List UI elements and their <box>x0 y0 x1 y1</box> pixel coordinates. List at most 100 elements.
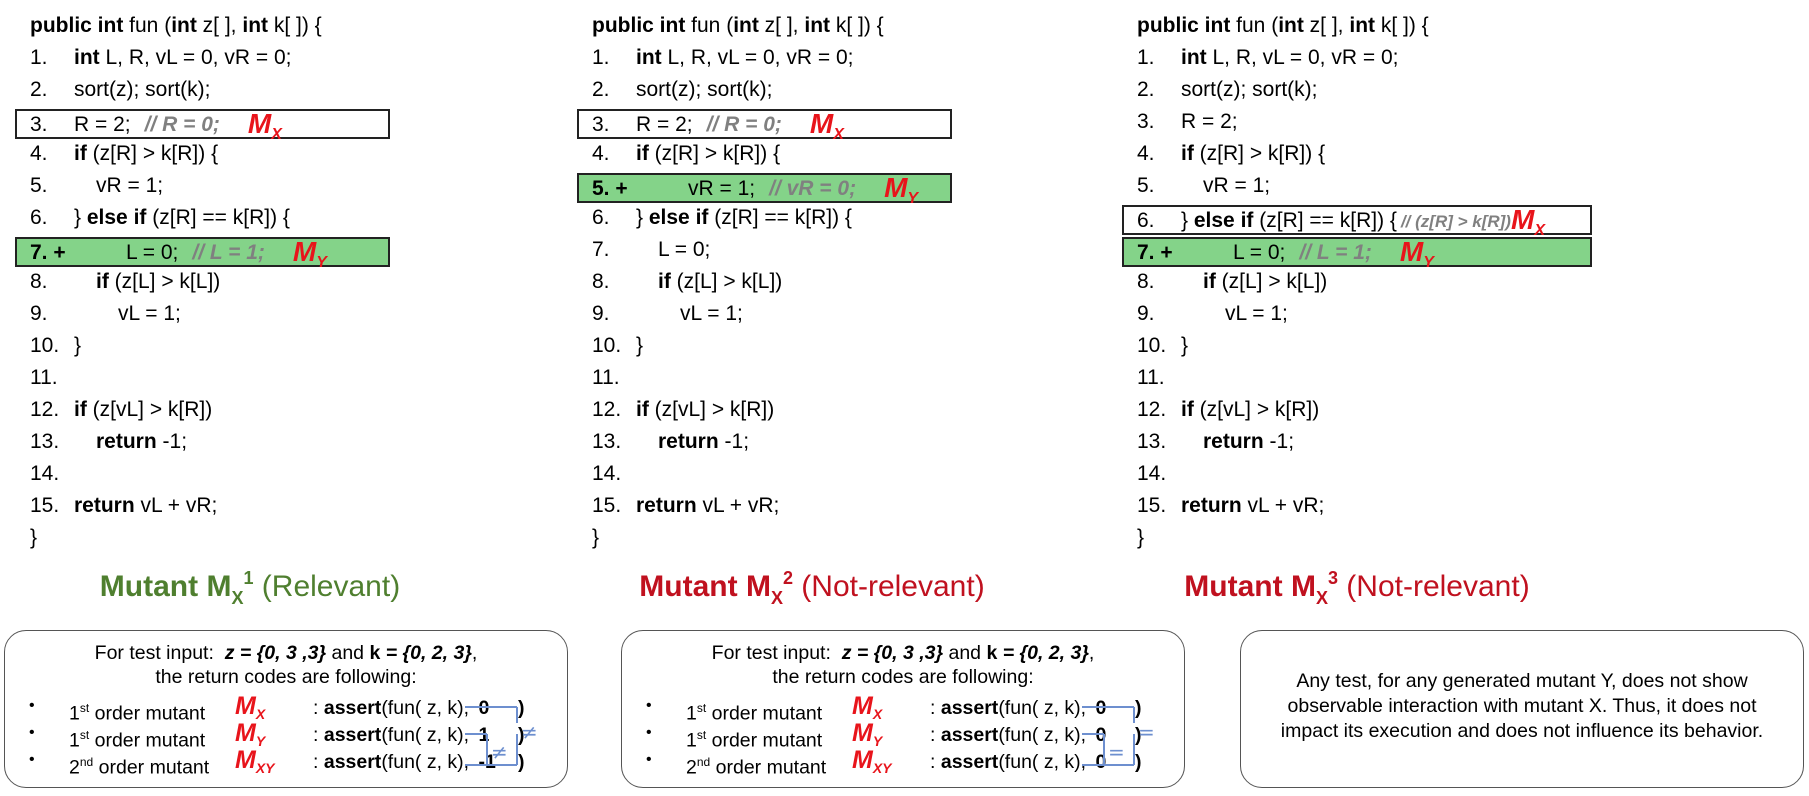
code-text: return vL + vR; <box>636 494 780 517</box>
mutation-comment: // vR = 0; <box>769 177 857 200</box>
return-code-value: 0 <box>1095 751 1107 773</box>
code-line: 1. int L, R, vL = 0, vR = 0; <box>592 42 853 74</box>
code-text: L = 0; <box>658 238 711 261</box>
mutant-y-highlight <box>15 237 390 267</box>
code-line: 3.R = 2;// R = 0;MX <box>592 106 844 143</box>
code-text: if (z[vL] > k[R]) <box>1181 398 1320 421</box>
code-line: 9.vL = 1; <box>592 298 743 330</box>
code-line: 14. <box>1137 458 1181 490</box>
code-line: 4.if (z[R] > k[R]) { <box>30 138 218 170</box>
no-interaction-box: Any test, for any generated mutant Y, do… <box>1240 630 1804 788</box>
code-line: 7.L = 0; <box>592 234 710 266</box>
line-number: 9. <box>30 302 48 325</box>
line-number: 12. <box>1137 398 1167 421</box>
mutant-y-label: MY <box>292 236 327 271</box>
comparison-connector: ≠≠ <box>465 706 538 766</box>
code-line: 13.return -1; <box>1137 426 1294 458</box>
line-number: 7. + <box>1137 241 1173 264</box>
mutant-x-label: MX <box>1510 204 1545 239</box>
code-text: L = 0; <box>126 241 179 264</box>
line-number: 2. <box>1137 78 1155 101</box>
code-line: 12.if (z[vL] > k[R]) <box>592 394 774 426</box>
code-line: 6.} else if (z[R] == k[R]) {// (z[R] > k… <box>1137 202 1545 239</box>
function-signature: public int fun (int z[ ], int k[ ]) { <box>1137 14 1429 37</box>
code-text: } else if (z[R] == k[R]) { <box>74 206 290 229</box>
line-number: 3. <box>1137 110 1155 133</box>
mutant-y-label: MY <box>235 719 266 749</box>
mutant-x-highlight <box>1122 205 1592 235</box>
code-text: } <box>74 334 82 357</box>
line-number: 4. <box>1137 142 1155 165</box>
code-line: 1.int L, R, vL = 0, vR = 0; <box>30 42 291 74</box>
bullet: • <box>29 724 35 741</box>
code-line: 4.if (z[R] > k[R]) { <box>592 138 780 170</box>
line-number: 15. <box>1137 494 1167 517</box>
code-line: 15.return vL + vR; <box>1137 490 1324 522</box>
code-line: 15.return vL + vR; <box>30 490 217 522</box>
mutant-y-label: MY <box>1399 236 1434 271</box>
function-closing-brace: } <box>1137 526 1145 549</box>
code-text: vR = 1; <box>688 177 756 200</box>
line-number: 8. <box>30 270 48 293</box>
code-text: if (z[vL] > k[R]) <box>636 398 775 421</box>
comparison-symbol: = <box>1108 740 1125 764</box>
code-line: 11. <box>1137 362 1181 394</box>
code-line: 7. +L = 0;// L = 1;MY <box>30 234 327 271</box>
code-text: if (z[L] > k[L]) <box>658 270 783 293</box>
mutation-comment: // R = 0; <box>706 113 782 136</box>
code-text: int L, R, vL = 0, vR = 0; <box>74 46 292 69</box>
line-number: 8. <box>1137 270 1155 293</box>
line-number: 1. <box>592 46 610 69</box>
code-line: 6.} else if (z[R] == k[R]) { <box>592 202 852 234</box>
bullet: • <box>29 751 35 768</box>
comparison-symbol: ≠ <box>491 740 508 764</box>
bullet: • <box>646 724 652 741</box>
code-text: if (z[R] > k[R]) { <box>636 142 781 165</box>
line-number: 1. <box>1137 46 1155 69</box>
no-interaction-text: Any test, for any generated mutant Y, do… <box>1280 670 1764 742</box>
mutation-comment: // L = 1; <box>1299 241 1372 264</box>
mutant-2-title: Mutant MX2 (Not-relevant) <box>639 568 985 608</box>
code-line: 9.vL = 1; <box>30 298 181 330</box>
mutant-y-label: MY <box>852 719 883 749</box>
code-line: 13.return -1; <box>30 426 187 458</box>
code-panel-mutant-3: public int fun (int z[ ], int k[ ]) { 1. i… <box>1122 0 1712 560</box>
mutant-y-label: MY <box>884 172 919 207</box>
line-number: 11. <box>1137 366 1165 389</box>
code-panel-mutant-2: public int fun (int z[ ], int k[ ]) { 1. i… <box>577 0 1167 560</box>
mutation-comment: // L = 1; <box>192 241 265 264</box>
line-number: 11. <box>592 366 620 389</box>
code-text: R = 2; <box>1181 110 1238 133</box>
function-closing-brace: } <box>30 526 38 549</box>
mutant-xy-label: MXY <box>235 746 275 776</box>
line-number: 3. <box>30 113 48 136</box>
line-number: 12. <box>30 398 60 421</box>
function-closing-brace: } <box>592 526 600 549</box>
code-line: 15.return vL + vR; <box>592 490 779 522</box>
mutation-comment: // (z[R] > k[R]) <box>1400 212 1511 231</box>
code-line: 14. <box>30 458 74 490</box>
function-signature: public int fun (int z[ ], int k[ ]) { <box>592 14 884 37</box>
line-number: 6. <box>592 206 610 229</box>
code-line: 10.} <box>30 330 81 362</box>
code-text: int L, R, vL = 0, vR = 0; <box>636 46 854 69</box>
code-line: 12.if (z[vL] > k[R]) <box>30 394 212 426</box>
mutant-xy-label: MXY <box>852 746 892 776</box>
code-line: 11. <box>592 362 636 394</box>
code-line: 3. R = 2; <box>1137 106 1238 138</box>
code-text: R = 2; <box>636 113 693 136</box>
line-number: 5. + <box>592 177 628 200</box>
mutant-x-highlight <box>577 109 952 139</box>
code-line: 6.} else if (z[R] == k[R]) { <box>30 202 290 234</box>
line-number: 4. <box>30 142 48 165</box>
mutation-comment: // R = 0; <box>144 113 220 136</box>
code-text: int L, R, vL = 0, vR = 0; <box>1181 46 1399 69</box>
code-line: 8.if (z[L] > k[L]) <box>592 266 782 298</box>
code-line: 2.sort(z); sort(k); <box>1137 74 1318 106</box>
line-number: 10. <box>30 334 60 357</box>
line-number: 9. <box>592 302 610 325</box>
code-line: 5.vR = 1; <box>30 170 163 202</box>
